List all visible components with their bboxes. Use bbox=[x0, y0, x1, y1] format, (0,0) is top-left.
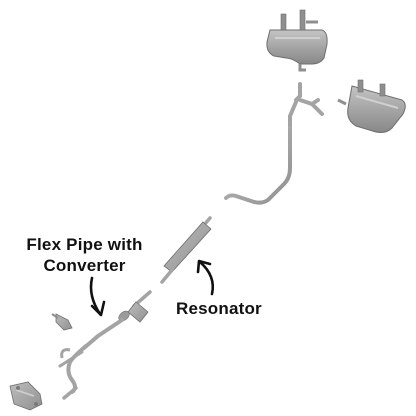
small-converter-part bbox=[52, 314, 72, 330]
flex-pipe-label-line2: Converter bbox=[22, 255, 147, 276]
resonator-label: Resonator bbox=[176, 298, 262, 319]
resonator bbox=[162, 218, 211, 282]
curved-arrow-icon bbox=[198, 261, 213, 294]
curved-arrow-icon bbox=[91, 278, 104, 315]
flex-pipe-converter bbox=[60, 292, 150, 398]
flex-pipe-label-line1: Flex Pipe with bbox=[22, 234, 147, 255]
y-pipe bbox=[290, 84, 322, 126]
manifold-converter bbox=[10, 382, 42, 410]
rear-muffler-left bbox=[267, 10, 327, 70]
flex-pipe-label: Flex Pipe with Converter bbox=[22, 234, 147, 276]
intermediate-pipe bbox=[226, 128, 290, 203]
rear-muffler-right bbox=[338, 80, 405, 133]
